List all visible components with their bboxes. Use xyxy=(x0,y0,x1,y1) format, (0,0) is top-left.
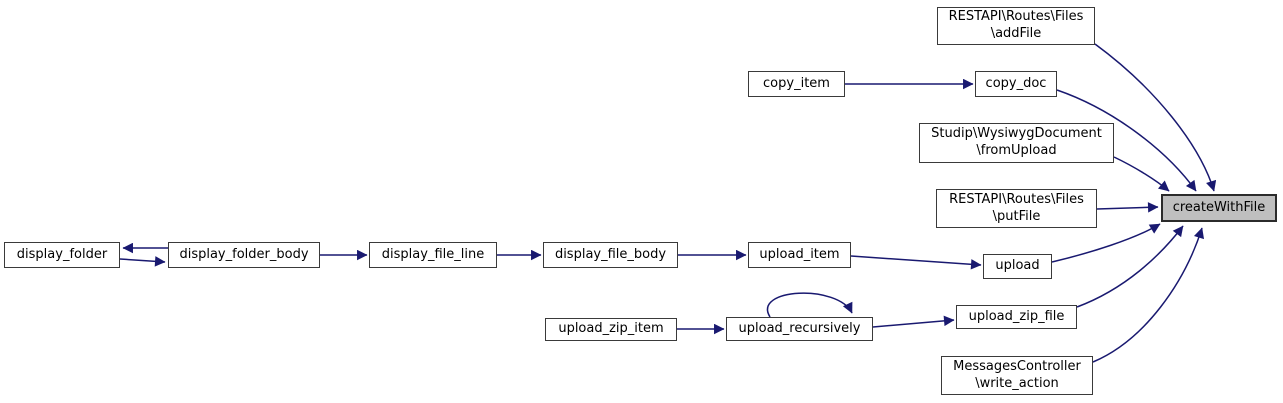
edge-write-action-to-createwithfile xyxy=(1092,227,1205,363)
node-label-line2: \putFile xyxy=(992,208,1041,224)
edge-upload-to-createwithfile xyxy=(1051,223,1161,263)
node-label-line2: \fromUpload xyxy=(976,143,1057,158)
edge-upload-item-to-upload xyxy=(850,255,982,270)
node-label-line2: \addFile xyxy=(990,26,1042,41)
node-upload-recursively[interactable]: upload_recursively xyxy=(726,317,873,341)
node-label: upload_recursively xyxy=(738,320,861,336)
node-label-line1: RESTAPI\Routes\Files xyxy=(948,9,1084,25)
node-label: upload xyxy=(995,258,1040,274)
node-label-line1: Studip\WysiwygDocument xyxy=(931,126,1102,142)
node-createwithfile-current: createWithFile xyxy=(1161,194,1277,222)
node-copy-item[interactable]: copy_item xyxy=(748,71,845,97)
edge-fromupload-to-createwithfile xyxy=(1113,156,1170,192)
node-label-line1: RESTAPI\Routes\Files xyxy=(949,191,1084,207)
node-upload-item[interactable]: upload_item xyxy=(748,242,851,268)
edge-putfile-to-createwithfile xyxy=(1096,202,1159,213)
node-label: display_file_line xyxy=(381,246,485,262)
node-messagescontroller-write-action[interactable]: MessagesController \write_action xyxy=(941,356,1093,395)
node-label: copy_item xyxy=(763,75,830,91)
node-upload-zip-file[interactable]: upload_zip_file xyxy=(956,305,1077,329)
edge-upload-recursively-to-upload-zip-file xyxy=(872,315,955,328)
node-label: display_file_body xyxy=(554,246,667,262)
node-restapi-putfile[interactable]: RESTAPI\Routes\Files \putFile xyxy=(936,189,1097,228)
node-copy-doc[interactable]: copy_doc xyxy=(975,71,1057,97)
node-label: upload_zip_file xyxy=(968,308,1065,324)
node-label: createWithFile xyxy=(1172,199,1266,215)
node-display-file-body[interactable]: display_file_body xyxy=(543,242,678,268)
node-label: display_folder_body xyxy=(179,246,309,262)
node-restapi-addfile[interactable]: RESTAPI\Routes\Files \addFile xyxy=(937,7,1095,45)
node-wysiwyg-fromupload[interactable]: Studip\WysiwygDocument \fromUpload xyxy=(919,123,1114,163)
node-label: display_folder xyxy=(16,246,108,262)
node-display-folder[interactable]: display_folder xyxy=(4,242,120,268)
node-label-line2: \write_action xyxy=(975,375,1059,391)
edge-upload-recursively-self-loop xyxy=(766,292,853,318)
node-display-folder-body[interactable]: display_folder_body xyxy=(168,242,320,268)
node-upload-zip-item[interactable]: upload_zip_item xyxy=(545,318,677,341)
node-label: upload_item xyxy=(759,246,840,262)
edge-upload-zip-file-to-createwithfile xyxy=(1076,225,1184,308)
node-label-line1: MessagesController xyxy=(953,358,1081,374)
edge-copy-doc-to-createwithfile xyxy=(1056,89,1197,192)
node-display-file-line[interactable]: display_file_line xyxy=(369,242,497,268)
node-upload[interactable]: upload xyxy=(983,254,1052,279)
edge-addfile-to-createwithfile xyxy=(1094,43,1217,192)
node-label: upload_zip_item xyxy=(558,321,664,337)
node-label: copy_doc xyxy=(985,75,1047,91)
edge-display-folder-to-display-folder-body xyxy=(119,256,166,267)
